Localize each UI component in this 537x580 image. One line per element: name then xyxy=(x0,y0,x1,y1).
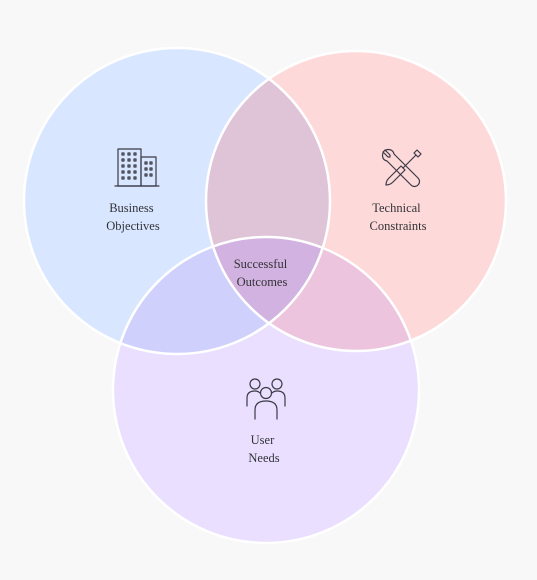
label-line: Business xyxy=(109,201,154,215)
label-line: Technical xyxy=(372,201,421,215)
outline-user xyxy=(111,235,421,545)
outline-technical xyxy=(204,49,508,353)
users-icon xyxy=(246,378,286,420)
label-line: Needs xyxy=(248,451,279,465)
label-successful-outcomes: Successful Outcomes xyxy=(234,257,291,289)
building-icon xyxy=(114,148,160,187)
label-business-objectives: Business Objectives xyxy=(106,201,160,233)
label-line: User xyxy=(251,433,275,447)
overlap-business-user xyxy=(113,237,330,354)
wrench-screwdriver-icon xyxy=(381,148,422,188)
label-user-needs: User Needs xyxy=(248,433,279,465)
label-line: Constraints xyxy=(370,219,427,233)
label-technical-constraints: Technical Constraints xyxy=(370,201,427,233)
overlap-technical-user xyxy=(206,237,419,351)
label-line: Objectives xyxy=(106,219,160,233)
outline-business xyxy=(22,46,332,356)
label-line: Outcomes xyxy=(237,275,288,289)
label-line: Successful xyxy=(234,257,288,271)
